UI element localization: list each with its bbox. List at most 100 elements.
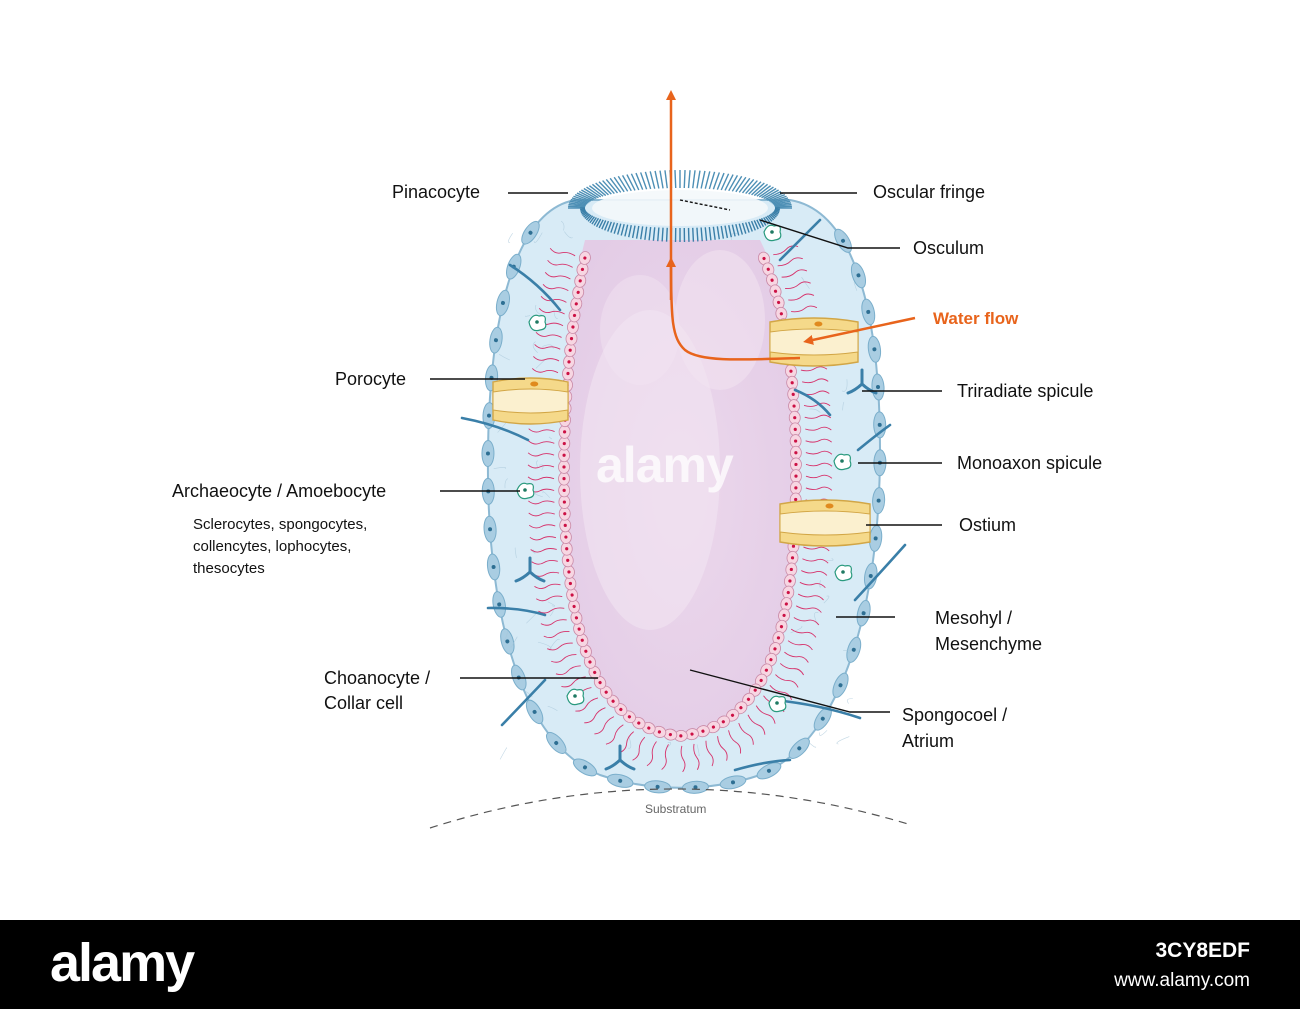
pinacocyte-nucleus: [731, 780, 736, 785]
fringe-spike: [720, 173, 730, 191]
label-archaeocyte-type: collencytes, lophocytes,: [193, 538, 352, 555]
choanocyte-flagellum: [787, 640, 813, 651]
choanocyte-flagellum: [775, 674, 799, 688]
choanocyte-flagellum: [575, 697, 599, 712]
choanocyte-flagellum: [538, 607, 565, 614]
choanocyte-flagellum: [544, 271, 571, 280]
choanocyte-flagellum: [755, 705, 776, 724]
choanocyte-nucleus: [790, 381, 794, 385]
pinacocyte-nucleus: [797, 746, 802, 751]
choanocyte-nucleus: [584, 649, 588, 653]
mesohyl-fiber: [843, 649, 851, 654]
spicule-arm: [618, 758, 636, 771]
fringe-spike: [758, 186, 774, 198]
choanocyte-nucleus: [572, 313, 577, 318]
pinacocyte-nucleus: [618, 778, 623, 783]
label-substratum: Substratum: [645, 802, 707, 816]
fringe-spike: [574, 193, 592, 202]
choanocyte-flagellum: [551, 654, 577, 663]
choanocyte-flagellum: [801, 570, 828, 576]
mesohyl-fiber: [553, 309, 558, 320]
mesohyl-fiber: [696, 744, 700, 757]
fringe-spike: [716, 226, 720, 240]
choanocyte-nucleus: [764, 668, 768, 672]
spicules: [460, 218, 907, 772]
spongocoel-highlight: [675, 250, 765, 390]
choanocyte: [535, 331, 578, 346]
spongocoel-highlight: [580, 310, 720, 630]
choanocyte-nucleus: [701, 729, 705, 733]
fringe-spike: [765, 190, 782, 200]
mesohyl-fiber: [841, 379, 848, 392]
triradiate-spicule: [514, 556, 546, 583]
mesohyl-fiber: [560, 220, 565, 231]
choanocyte: [549, 247, 591, 265]
fringe-spike: [570, 198, 588, 205]
choanocyte: [685, 728, 700, 770]
pores: [492, 317, 871, 547]
monoaxon-spicule: [778, 218, 822, 262]
amoebocyte-nucleus: [841, 570, 845, 574]
fringe-spike: [591, 183, 607, 197]
amoebocyte-nucleus: [523, 488, 527, 492]
choanocyte-nucleus: [777, 300, 781, 305]
fringe-spike: [613, 222, 619, 234]
pinacocyte: [861, 298, 876, 326]
choanocyte-nucleus: [576, 290, 580, 294]
choanocyte-nucleus: [721, 720, 725, 724]
fringe-spike: [763, 189, 779, 200]
fringe-spike: [644, 226, 648, 240]
spicule-arm: [514, 570, 532, 583]
mesohyl-fiber: [564, 748, 567, 753]
fringe-spike: [741, 222, 747, 234]
pinacocyte: [813, 706, 832, 731]
mesohyl-fiber: [564, 231, 573, 239]
fringe-spike: [581, 189, 597, 200]
choanocyte-nucleus: [562, 488, 566, 492]
pinacocyte-nucleus: [861, 611, 866, 616]
choanocyte-nucleus: [791, 392, 795, 396]
choanocyte-nucleus: [562, 453, 566, 457]
pinacocyte: [525, 699, 544, 725]
fringe-spike: [602, 180, 615, 195]
choanocyte-nucleus: [564, 535, 568, 539]
pinacocyte: [489, 326, 503, 354]
choanocyte-nucleus: [779, 625, 784, 629]
choanocyte-flagellum: [728, 730, 742, 754]
fringe-spike: [604, 220, 610, 231]
choanocyte-flagellum: [530, 548, 557, 553]
fringe-spike: [630, 173, 640, 191]
fringe-spike: [609, 177, 622, 193]
choanocyte-nucleus: [794, 439, 798, 443]
fringe-spike: [586, 186, 602, 198]
fringe-spike: [712, 226, 716, 240]
pore-nucleus: [530, 381, 539, 387]
choanocyte-nucleus: [563, 430, 567, 434]
fringe-spike: [568, 202, 586, 207]
choanocyte-nucleus: [794, 462, 798, 467]
choanocyte-nucleus: [739, 706, 743, 710]
label-choanocyte: Collar cell: [324, 693, 404, 713]
choanocyte-flagellum: [618, 731, 634, 754]
choanocyte-nucleus: [598, 680, 602, 685]
pinacocyte-nucleus: [873, 536, 878, 541]
fringe-spike: [765, 216, 771, 224]
choanocyte-nucleus: [619, 707, 623, 712]
fringe-spike: [761, 187, 777, 199]
fringe-spike: [704, 171, 711, 189]
fringe-spike: [771, 212, 777, 218]
fringe-spike: [595, 218, 602, 228]
footer-logo: alamy: [50, 933, 195, 993]
choanocyte-nucleus: [567, 570, 571, 574]
fringe-spike: [748, 181, 762, 195]
choanocyte: [772, 631, 813, 651]
choanocyte: [547, 633, 589, 651]
pinacocyte-nucleus: [554, 740, 559, 745]
fringe-spike: [741, 178, 755, 194]
choanocyte-flagellum: [805, 438, 832, 443]
choanocyte-nucleus: [611, 699, 615, 703]
choanocyte: [742, 692, 776, 724]
choanocyte-flagellum: [528, 500, 555, 505]
fringe-spike: [716, 172, 725, 190]
choanocyte-nucleus: [773, 647, 777, 651]
